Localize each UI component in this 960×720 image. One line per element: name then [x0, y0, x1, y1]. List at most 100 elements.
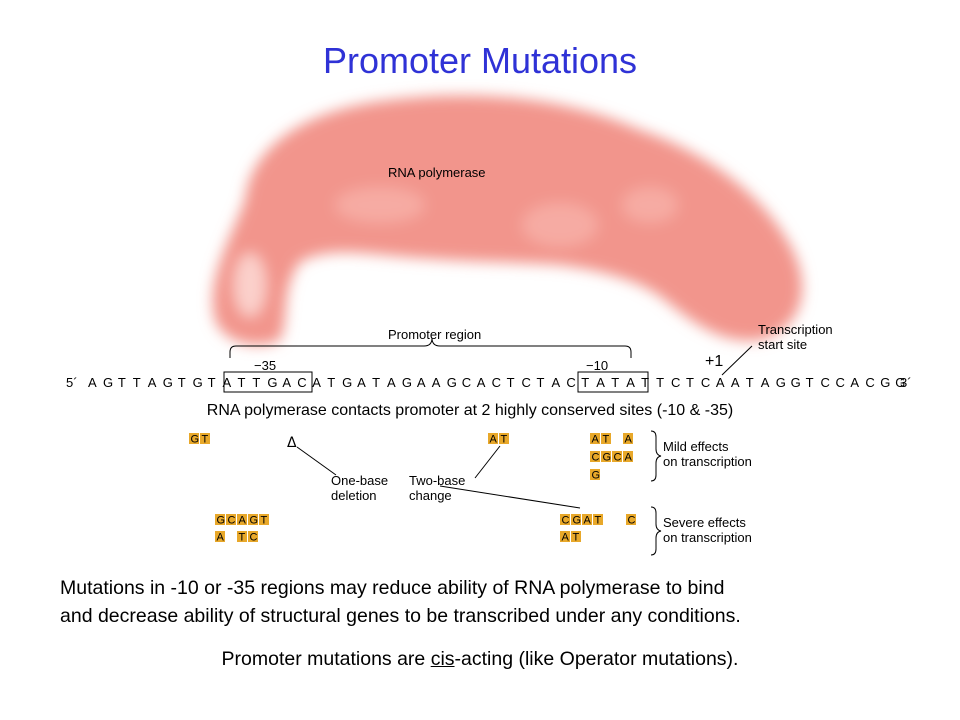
promoter-region-label: Promoter region [388, 327, 481, 342]
sequence-base: T [372, 375, 380, 390]
sequence-base: T [507, 375, 515, 390]
sequence-base: C [522, 375, 531, 390]
sequence-base: A [552, 375, 561, 390]
mutation-box [590, 469, 600, 480]
sequence-base: A [357, 375, 366, 390]
sequence-base: T [746, 375, 754, 390]
mutation-base: T [501, 434, 508, 446]
sequence-base: C [836, 375, 845, 390]
sequence-base: A [477, 375, 486, 390]
sequence-base: C [821, 375, 830, 390]
sequence-base: G [103, 375, 113, 390]
body-text: Mutations in -10 or -35 regions may redu… [60, 574, 940, 630]
mutation-base: C [250, 532, 258, 544]
sequence-base: C [865, 375, 874, 390]
mutation-base: A [584, 515, 592, 527]
mutation-box [571, 531, 581, 542]
tss-label-line2: start site [758, 337, 807, 352]
sequence-base: T [118, 375, 126, 390]
sequence-base: A [387, 375, 396, 390]
mutation-base: G [217, 515, 226, 527]
two-base-pointer-line [474, 445, 501, 479]
mutation-base: C [614, 452, 622, 464]
mutation-box [582, 514, 592, 525]
sequence-base: A [223, 375, 232, 390]
mutation-base: A [562, 532, 570, 544]
mutation-base: A [592, 434, 600, 446]
sequence-base: A [626, 375, 635, 390]
sequence-base: T [581, 375, 589, 390]
mutation-box [200, 433, 210, 444]
sequence-base: G [402, 375, 412, 390]
mutation-base: C [228, 515, 236, 527]
promoter-region-bracket [229, 337, 632, 358]
cis-before: Promoter mutations are [221, 648, 431, 670]
body-line-1: Mutations in -10 or -35 regions may redu… [60, 577, 725, 599]
severe-brace [650, 506, 662, 556]
mutation-box [590, 433, 600, 444]
mutation-box [571, 514, 581, 525]
mutation-box [248, 514, 258, 525]
mutation-box [612, 451, 622, 462]
mutation-base: T [595, 515, 602, 527]
mutation-box [601, 433, 611, 444]
mutation-box [248, 531, 258, 542]
sequence-base: T [133, 375, 141, 390]
mutation-base: T [573, 532, 580, 544]
sequence-base: T [208, 375, 216, 390]
minus10-box [577, 371, 649, 393]
mutation-base: G [592, 470, 601, 482]
mutation-box [590, 451, 600, 462]
sequence-base: A [731, 375, 740, 390]
mutation-box [623, 451, 633, 462]
mutation-box [626, 514, 636, 525]
sequence-base: T [686, 375, 694, 390]
mutation-box [593, 514, 603, 525]
sequence-base: T [641, 375, 649, 390]
one-base-label-line2: deletion [331, 488, 377, 503]
deletion-pointer-line [296, 446, 337, 476]
mutation-base: A [239, 515, 247, 527]
mutation-base: C [628, 515, 636, 527]
mutation-box [189, 433, 199, 444]
mutation-base: T [261, 515, 268, 527]
sequence-base: A [88, 375, 97, 390]
cis-after: -acting (like Operator mutations). [454, 648, 739, 670]
cis-note: Promoter mutations are cis-acting (like … [0, 648, 960, 671]
sequence-base: A [596, 375, 605, 390]
sequence-base: C [492, 375, 501, 390]
contact-note: RNA polymerase contacts promoter at 2 hi… [206, 402, 734, 419]
sequence-base: G [193, 375, 203, 390]
mutation-base: T [239, 532, 246, 544]
mutation-box [237, 531, 247, 542]
sequence-base: C [566, 375, 575, 390]
mild-effects-line1: Mild effects [663, 439, 729, 454]
sequence-base: C [462, 375, 471, 390]
sequence-base: A [312, 375, 321, 390]
mutation-base: T [202, 434, 209, 446]
mutation-box [560, 531, 570, 542]
sequence-base: A [761, 375, 770, 390]
mild-effects-line2: on transcription [663, 454, 752, 469]
mutation-box [499, 433, 509, 444]
sequence-base: G [447, 375, 457, 390]
rna-polymerase-shape [212, 95, 803, 345]
mutation-box [215, 531, 225, 542]
sequence-base: A [716, 375, 725, 390]
sequence-base: A [432, 375, 441, 390]
tss-label-line1: Transcription [758, 322, 833, 337]
two-base-label-line2: change [409, 488, 452, 503]
rna-polymerase-label: RNA polymerase [388, 165, 486, 180]
sequence-base: A [850, 375, 859, 390]
mutation-box [237, 514, 247, 525]
mutation-box [259, 514, 269, 525]
mutation-base: G [573, 515, 582, 527]
one-base-label-line1: One-base [331, 473, 388, 488]
mutation-base: G [191, 434, 200, 446]
sequence-base: G [880, 375, 890, 390]
mutation-box [488, 433, 498, 444]
sequence-base: C [671, 375, 680, 390]
